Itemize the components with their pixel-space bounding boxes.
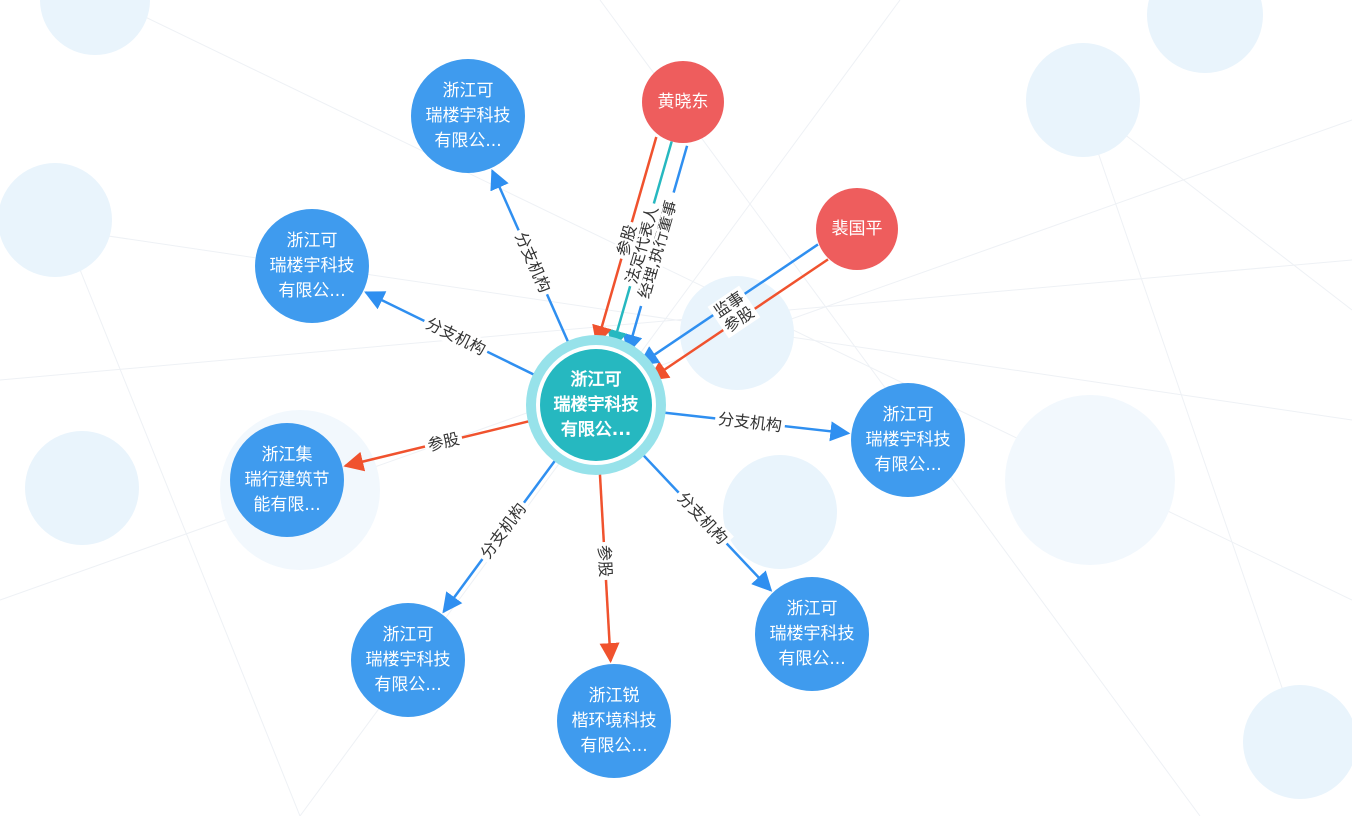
node-label-line: 瑞楼宇科技 <box>866 430 951 450</box>
node-label-line: 瑞楼宇科技 <box>554 394 640 415</box>
node-label-line: 瑞行建筑节 <box>245 470 330 490</box>
edge-label: 参股 <box>594 544 615 577</box>
edge-label-background <box>714 408 786 437</box>
edge-label: 分支机构 <box>511 229 554 295</box>
edge-label-background <box>671 485 734 551</box>
node-label-line: 有限公... <box>434 131 501 151</box>
node-label-line: 有限公... <box>580 736 647 756</box>
edge-label-background <box>474 496 533 565</box>
node-label-line: 浙江可 <box>571 369 622 390</box>
node-label-line: 浙江锐 <box>589 686 640 706</box>
bg-bubble <box>1026 43 1140 157</box>
company-node[interactable]: 浙江锐楷环境科技有限公... <box>557 664 671 778</box>
company-node[interactable]: 浙江可瑞楼宇科技有限公... <box>755 577 869 691</box>
edge-label-background <box>620 200 664 289</box>
edge-label: 分支机构 <box>717 409 783 435</box>
edge-label-background <box>611 219 642 262</box>
edge-branch[interactable]: 分支机构 <box>490 169 575 355</box>
center-company-node[interactable]: 浙江可瑞楼宇科技有限公... <box>526 335 666 475</box>
node-label-line: 浙江集 <box>262 445 313 465</box>
node-circle[interactable] <box>755 577 869 691</box>
bg-bubble <box>25 431 139 545</box>
node-label-line: 浙江可 <box>787 599 838 619</box>
edge-invest[interactable]: 参股 <box>593 460 620 664</box>
person-node[interactable]: 裴国平 <box>816 188 898 270</box>
node-label-line: 有限公... <box>778 649 845 669</box>
node-label-line: 浙江可 <box>287 231 338 251</box>
edge-label-background <box>631 189 684 309</box>
node-circle[interactable] <box>557 664 671 778</box>
edge-label-background <box>593 541 616 581</box>
node-label-line: 瑞楼宇科技 <box>426 106 511 126</box>
company-node[interactable]: 浙江集瑞行建筑节能有限... <box>230 423 344 537</box>
edge-branch[interactable]: 分支机构 <box>364 291 547 382</box>
bg-bubble <box>1147 0 1263 73</box>
node-label-line: 瑞楼宇科技 <box>270 256 355 276</box>
node-label-line: 瑞楼宇科技 <box>366 650 451 670</box>
node-circle[interactable] <box>230 423 344 537</box>
node-label-line: 能有限... <box>253 495 320 515</box>
edge-invest[interactable]: 参股 <box>343 416 542 472</box>
node-circle[interactable] <box>816 188 898 270</box>
edge-branch[interactable]: 分支机构 <box>442 449 564 614</box>
edge-label: 分支机构 <box>423 314 489 359</box>
edge-label-background <box>422 427 465 457</box>
edge-label-background <box>419 312 492 361</box>
node-circle[interactable] <box>642 61 724 143</box>
company-node[interactable]: 浙江可瑞楼宇科技有限公... <box>255 209 369 323</box>
node-circle[interactable] <box>255 209 369 323</box>
node-label-line: 有限公... <box>374 675 441 695</box>
node-label-line: 裴国平 <box>832 219 883 239</box>
company-node[interactable]: 浙江可瑞楼宇科技有限公... <box>851 383 965 497</box>
edge-label: 分支机构 <box>477 499 530 562</box>
company-node[interactable]: 浙江可瑞楼宇科技有限公... <box>351 603 465 717</box>
bg-bubble <box>0 163 112 277</box>
company-node[interactable]: 浙江可瑞楼宇科技有限公... <box>411 59 525 173</box>
node-label-line: 黄晓东 <box>658 92 709 112</box>
edge-branch[interactable]: 分支机构 <box>651 408 851 442</box>
bg-bubble <box>680 276 794 390</box>
person-node[interactable]: 黄晓东 <box>642 61 724 143</box>
watermark-logo-shape <box>1005 395 1175 565</box>
bg-bubble <box>723 455 837 569</box>
node-label-line: 浙江可 <box>383 625 434 645</box>
node-label-line: 浙江可 <box>883 405 934 425</box>
edge-label-background <box>717 300 761 339</box>
node-label-line: 瑞楼宇科技 <box>770 624 855 644</box>
bg-bubble <box>40 0 150 55</box>
node-label-line: 有限公... <box>278 281 345 301</box>
node-label-line: 楷环境科技 <box>572 711 657 731</box>
edge-label-background <box>509 226 557 299</box>
node-label-line: 浙江可 <box>443 81 494 101</box>
node-circle[interactable] <box>540 349 652 461</box>
node-circle[interactable] <box>411 59 525 173</box>
node-circle[interactable] <box>351 603 465 717</box>
edge-label-background <box>707 285 751 324</box>
edge-label: 分支机构 <box>674 488 732 548</box>
node-label-line: 有限公... <box>874 455 941 475</box>
node-circle[interactable] <box>851 383 965 497</box>
bg-bubble <box>1243 685 1352 799</box>
edge-label: 参股 <box>426 429 462 455</box>
node-label-line: 有限公... <box>561 419 631 440</box>
